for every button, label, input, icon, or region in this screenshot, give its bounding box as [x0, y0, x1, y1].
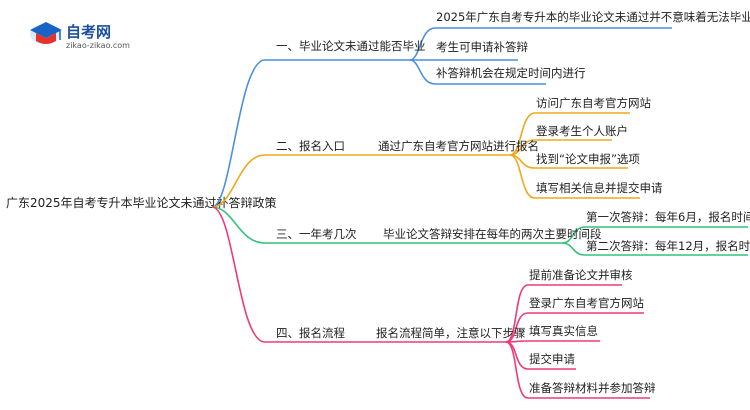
- branch-4-leaf-3: 填写真实信息: [529, 324, 598, 338]
- branch-2-leaf-3: 找到“论文申报”选项: [536, 152, 640, 166]
- branch-4-leaf-1: 提前准备论文并审核: [529, 268, 633, 282]
- logo-url: zikao-zikao.com: [66, 41, 130, 50]
- logo-title: 自考网: [66, 23, 111, 41]
- branch-3-mid: 毕业论文答辩安排在每年的两次主要时间段: [383, 227, 602, 241]
- branch-2-leaf-4: 填写相关信息并提交申请: [536, 181, 663, 195]
- branch-2-label: 二、报名入口: [276, 139, 345, 153]
- branch-1-label: 一、毕业论文未通过能否毕业: [276, 39, 426, 53]
- branch-2-leaf-1: 访问广东自考官方网站: [536, 96, 651, 110]
- branch-4-leaf-5: 准备答辩材料并参加答辩: [529, 381, 656, 395]
- branch-2-leaf-2: 登录考生个人账户: [536, 124, 628, 138]
- root-node: 广东2025年自考专升本毕业论文未通过补答辩政策: [6, 195, 277, 210]
- logo: 自考网 zikao-zikao.com: [30, 22, 130, 50]
- branch-3: [211, 206, 748, 256]
- branch-1: [211, 27, 672, 208]
- branch-4-leaf-4: 提交申请: [529, 352, 575, 366]
- branch-3-leaf-1: 第一次答辩：每年6月，报名时间在5月: [586, 210, 750, 224]
- branch-1-leaf-1: 2025年广东自考专升本的毕业论文未通过并不意味着无法毕业: [436, 10, 750, 24]
- branch-1-leaf-3: 补答辩机会在规定时间内进行: [436, 66, 586, 80]
- branch-3-label: 三、一年考几次: [276, 227, 357, 241]
- branch-3-leaf-2: 第二次答辩：每年12月，报名时间在11月: [586, 239, 750, 253]
- branch-4-label: 四、报名流程: [276, 326, 345, 340]
- branch-4: [211, 206, 650, 399]
- branch-4-leaf-2: 登录广东自考官方网站: [529, 296, 644, 310]
- branch-1-leaf-2: 考生可申请补答辩: [436, 40, 528, 54]
- branch-2: [211, 112, 640, 208]
- graduation-cap-icon: [30, 22, 62, 44]
- branch-4-mid: 报名流程简单，注意以下步骤: [376, 326, 526, 340]
- branch-2-mid: 通过广东自考官方网站进行报名: [378, 139, 539, 153]
